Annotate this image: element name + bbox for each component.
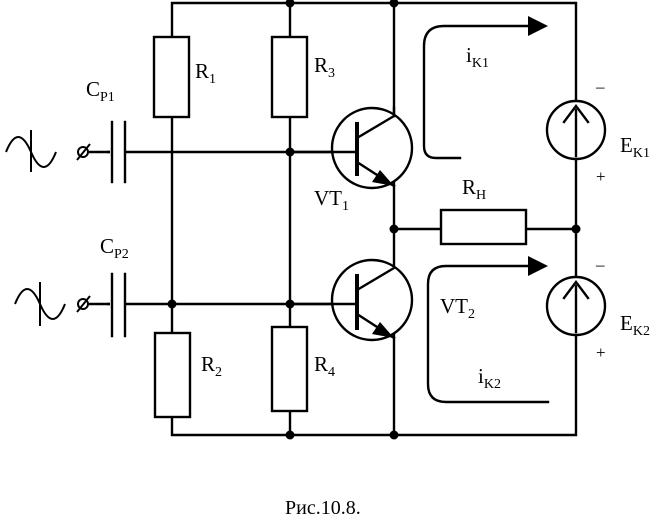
transistor-vt1: [288, 106, 414, 190]
label-r1: R1: [195, 59, 216, 87]
source-ek2: [545, 275, 607, 337]
resistor-r4: [270, 325, 309, 413]
label-r3: R3: [314, 53, 335, 81]
label-ik1: iK1: [466, 43, 489, 71]
resistor-rh: [439, 208, 528, 246]
current-loop-ik1: [422, 16, 548, 160]
capacitor-cp2: [110, 272, 127, 338]
ek2-minus-sign: –: [595, 255, 605, 274]
ek1-minus-sign: –: [595, 77, 605, 96]
label-rh: RH: [462, 175, 486, 203]
capacitor-cp1: [110, 120, 127, 184]
label-vt1: VT1: [314, 186, 349, 214]
input-terminal-1: [5, 130, 91, 172]
label-r4: R4: [314, 352, 335, 380]
ek2-plus-sign: +: [596, 343, 606, 362]
label-r2: R2: [201, 352, 222, 380]
label-ek2: EK2: [620, 311, 650, 339]
transistor-vt2: [288, 258, 414, 342]
source-ek1: [545, 99, 607, 161]
current-loop-ik2: [426, 256, 550, 404]
ek1-plus-sign: +: [596, 167, 606, 186]
resistor-r1: [152, 35, 191, 119]
input-terminal-2: [14, 282, 91, 326]
resistor-r2: [153, 331, 192, 419]
junctions: [167, 0, 581, 440]
label-vt2: VT2: [440, 294, 475, 322]
label-cp2: CP2: [100, 234, 129, 262]
figure-caption: Рис.10.8.: [285, 497, 361, 519]
resistor-r3: [270, 35, 309, 119]
label-cp1: CP1: [86, 77, 115, 105]
label-ek1: EK1: [620, 133, 650, 161]
label-ik2: iK2: [478, 364, 501, 392]
